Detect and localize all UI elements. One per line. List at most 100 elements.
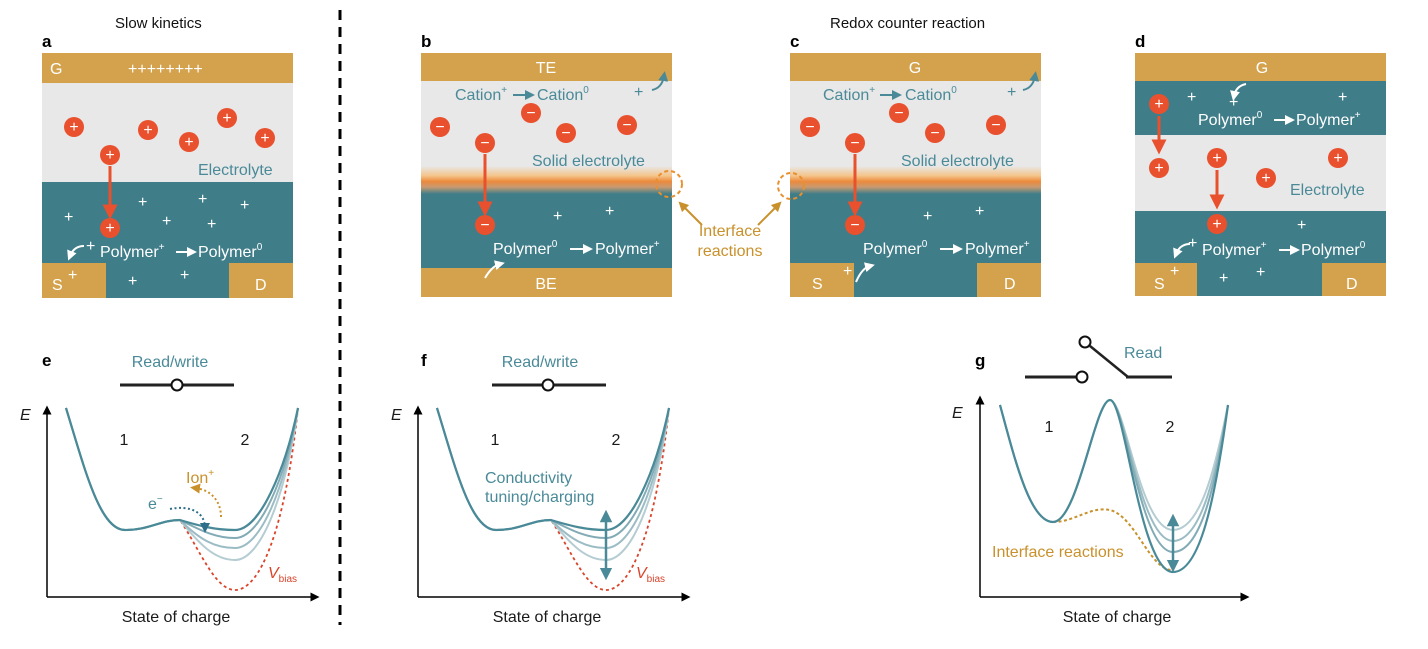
cation: + [255,128,275,148]
switch-label: Read/write [502,354,579,371]
vbias-label: Vbias [268,565,297,585]
plus-sign: + [207,216,216,233]
svg-text:−: − [561,125,570,142]
gate-polymer-layer [1135,81,1386,135]
svg-text:+: + [222,110,231,127]
state-1-label: 1 [1045,419,1054,436]
solid-electrolyte-label: Solid electrolyte [901,153,1014,170]
energy-curve-1 [65,407,299,540]
plus-sign: + [1297,217,1306,234]
gate-label: G [909,60,921,77]
anion: − [845,133,865,153]
svg-text:+: + [143,122,152,139]
source-label: S [812,276,823,293]
plus-sign: + [605,203,614,220]
energy-curve-3 [65,407,299,562]
gate-label: G [1256,60,1268,77]
anion: − [986,115,1006,135]
reaction-polymer-plus: Polymer+ [965,239,1030,258]
svg-text:+: + [69,119,78,136]
svg-text:−: − [894,105,903,122]
anion: − [845,215,865,235]
curved-teal-arrow [1022,71,1040,91]
switch-node [170,378,184,392]
plus-sign: + [138,194,147,211]
x-axis-label: State of charge [122,609,231,626]
reaction-top-polymer-neutral: Polymer0 [1198,110,1263,129]
electron-hop-arrow [169,507,210,533]
svg-text:+: + [260,130,269,147]
state-2-label: 2 [612,432,621,449]
panel-g-label: g [975,351,985,370]
ion-hop-arrow [190,483,222,518]
state-2-label: 2 [241,432,250,449]
switch-label: Read/write [132,354,209,371]
cation: + [100,218,120,238]
plus-sign: + [128,273,137,290]
source-label: S [52,277,63,294]
cation: + [1149,94,1169,114]
energy-curve-medium [999,398,1229,554]
anion: − [556,123,576,143]
svg-text:−: − [850,135,859,152]
electron-label: e− [148,494,163,513]
cation-reaction-right: Cation0 [537,85,589,104]
plus-sign: + [1187,89,1196,106]
panel-f: f Read/write E State of charge 1 2 Condu… [391,351,691,626]
plus-sign: + [240,197,249,214]
reaction-polymer-neutral: Polymer0 [198,242,263,261]
interface-reactions-label: Interface reactions [992,544,1124,561]
plus-sign: + [198,191,207,208]
gate-electrode [42,53,293,83]
anion: − [430,117,450,137]
switch-node-left [1075,370,1089,384]
title-slow-kinetics: Slow kinetics [115,15,202,32]
switch-blade [1089,345,1129,378]
switch-node [541,378,555,392]
curved-white-arrow [1173,243,1191,259]
interface-reaction-path [1052,508,1173,571]
cation-reaction-left: Cation+ [823,85,875,104]
plus-sign: + [1338,89,1347,106]
plus-sign: + [975,203,984,220]
electrolyte-layer [42,83,293,182]
interface-highlight-circle [777,172,805,200]
svg-text:−: − [480,135,489,152]
plus-sign: + [1007,84,1016,101]
svg-text:+: + [1212,216,1221,233]
anion: − [800,117,820,137]
bottom-electrode-label: BE [535,276,556,293]
panel-d: d G S D + + + Polymer0 Polymer+ + + + + … [1135,32,1386,296]
svg-text:−: − [622,117,631,134]
svg-text:+: + [184,134,193,151]
panel-c: c G S D Cation+ Cation0 + Solid electrol… [777,32,1041,297]
panel-c-label: c [790,32,799,51]
plus-sign: + [1229,94,1238,111]
interface-highlight-circle [655,170,683,198]
svg-text:−: − [480,217,489,234]
interface-reactions-line2: reactions [698,243,763,260]
cation: + [1207,148,1227,168]
cation: + [138,120,158,140]
svg-text:+: + [105,147,114,164]
panel-d-label: d [1135,32,1145,51]
reaction-polymer-plus: Polymer+ [100,242,165,261]
curved-white-arrow [855,262,875,283]
cation: + [1207,214,1227,234]
panel-a-label: a [42,32,52,51]
energy-curve-light [999,398,1229,543]
panel-b-label: b [421,32,431,51]
y-axis-label: E [391,407,402,424]
gate-label: G [50,61,62,78]
ion-label: Ion+ [186,468,214,487]
y-axis-label: E [20,407,31,424]
anion: − [925,123,945,143]
source-label: S [1154,276,1165,293]
solid-electrolyte-label: Solid electrolyte [532,153,645,170]
state-1-label: 1 [120,432,129,449]
curved-white-arrow [67,245,85,261]
drain-label: D [1004,276,1016,293]
reaction-polymer-plus: Polymer+ [595,239,660,258]
energy-curve-0 [435,407,671,532]
